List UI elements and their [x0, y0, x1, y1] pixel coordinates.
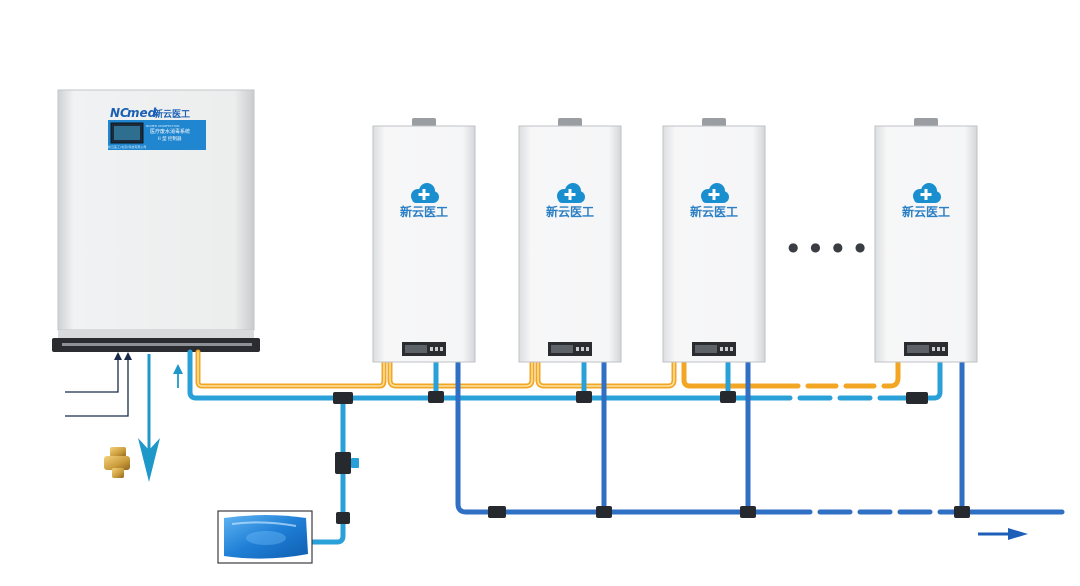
device-unit: 新云医工 — [518, 118, 622, 363]
unit-panel-button[interactable] — [435, 347, 438, 351]
unit-brand-cn: 新云医工 — [690, 204, 738, 219]
cabinet-panel-title-2: II 型 控制器 — [158, 135, 182, 142]
return-arrow-icon — [173, 364, 183, 374]
cabinet-panel-footer: 新云医工(北京)科技有限公司 — [108, 144, 146, 149]
input-arrow-icon-1 — [114, 352, 122, 360]
unit-lcd-screen — [405, 345, 427, 353]
unit-panel-button[interactable] — [430, 347, 433, 351]
unit-panel-button[interactable] — [942, 347, 945, 351]
unit-brand-cn: 新云医工 — [902, 204, 950, 219]
input-arrow-icon-2 — [124, 352, 132, 360]
unit-panel-button[interactable] — [932, 347, 935, 351]
unit-panel-button[interactable] — [725, 347, 728, 351]
cloud-cross-icon — [913, 183, 941, 203]
unit-brand-cn: 新云医工 — [400, 204, 448, 219]
unit-panel-button[interactable] — [440, 347, 443, 351]
cabinet-input-lines — [65, 357, 129, 417]
main-cabinet: NC med 新云医工 NCMED DISINFECTION 医疗废水消毒系统 … — [52, 89, 260, 352]
unit-brand-cn: 新云医工 — [546, 204, 594, 219]
more-units-ellipsis: ● ● ● ● — [788, 240, 869, 254]
cabinet-brand-suffix: med — [127, 106, 157, 120]
unit-panel-button[interactable] — [576, 347, 579, 351]
unit-lcd-screen — [551, 345, 573, 353]
unit-body — [874, 125, 978, 363]
unit-panel-button[interactable] — [937, 347, 940, 351]
water-line-dark-blue — [455, 359, 1065, 515]
unit-panel-button[interactable] — [730, 347, 733, 351]
device-unit: 新云医工 — [662, 118, 766, 363]
unit-panel-button[interactable] — [581, 347, 584, 351]
cloud-cross-icon — [701, 183, 729, 203]
drain-arrow-icon — [138, 438, 160, 482]
cabinet-brand-prefix: NC — [110, 106, 129, 120]
brass-fitting-icon — [104, 447, 130, 478]
water-bag — [217, 510, 313, 564]
pipe-fittings-light — [333, 391, 928, 524]
unit-lcd-screen — [907, 345, 929, 353]
cloud-cross-icon — [411, 183, 439, 203]
cloud-cross-icon — [557, 183, 585, 203]
unit-body — [518, 125, 622, 363]
unit-panel-button[interactable] — [586, 347, 589, 351]
outflow-arrow-icon — [1008, 528, 1028, 540]
cabinet-panel-subtitle: NCMED DISINFECTION — [146, 124, 179, 128]
device-units: 新云医工 新云医工 新云医工 新云医工 — [372, 118, 978, 363]
cabinet-brand-cn: 新云医工 — [154, 108, 190, 120]
pipe-fittings-dark — [488, 506, 970, 518]
device-unit: 新云医工 — [874, 118, 978, 363]
unit-body — [662, 125, 766, 363]
unit-lcd-screen — [695, 345, 717, 353]
water-line-light-blue — [187, 349, 943, 545]
unit-body — [372, 125, 476, 363]
device-unit: 新云医工 — [372, 118, 476, 363]
unit-panel-button[interactable] — [720, 347, 723, 351]
cabinet-panel-title-1: 医疗废水消毒系统 — [150, 128, 190, 135]
